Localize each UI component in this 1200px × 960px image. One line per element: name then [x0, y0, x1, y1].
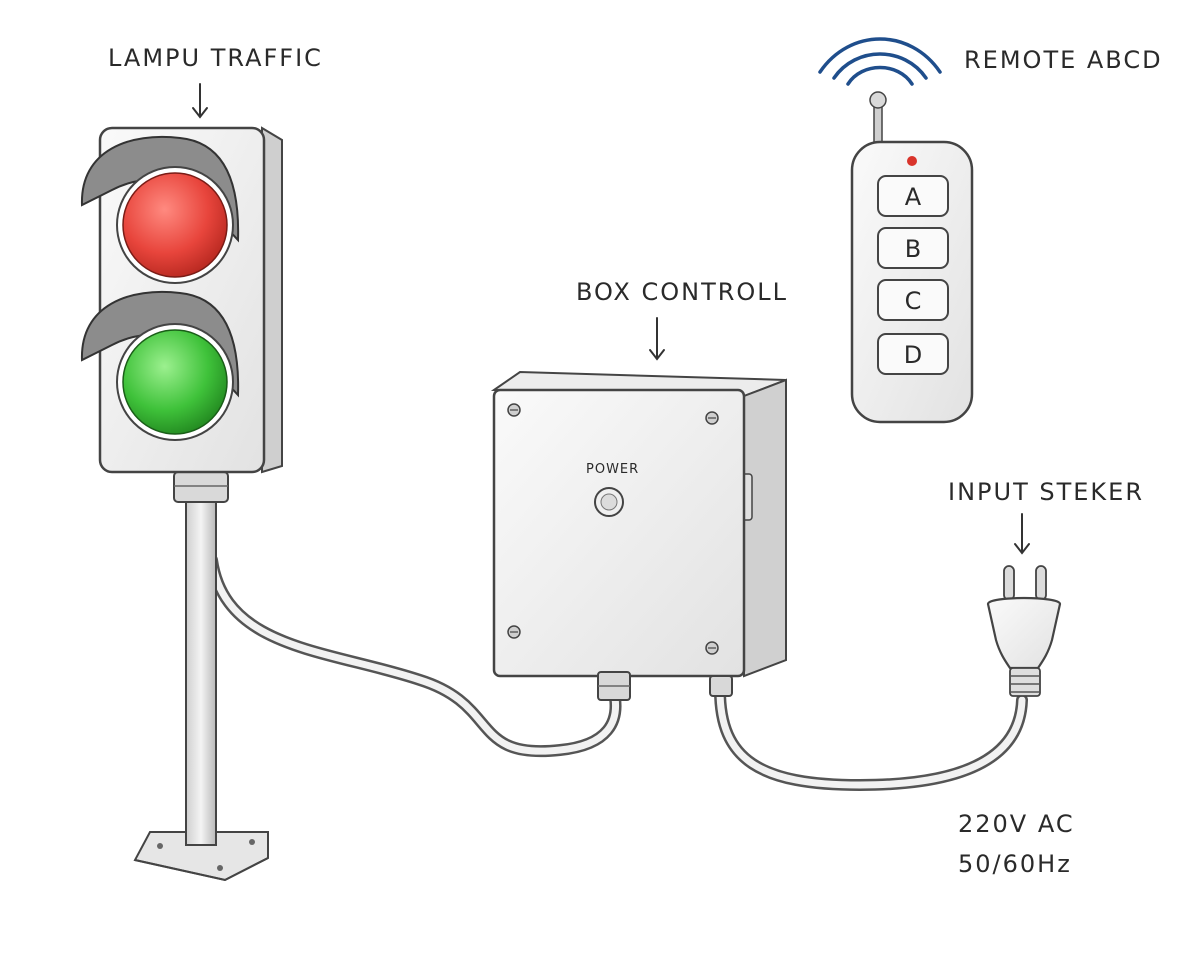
frequency-label: 50/60Hz	[958, 850, 1072, 878]
remote-key-a	[877, 175, 949, 217]
remote-key-b-label: B	[905, 235, 921, 263]
remote-label: REMOTE ABCD	[964, 46, 1163, 74]
remote-control: A B C D	[818, 37, 974, 424]
power-plug	[986, 565, 1062, 697]
red-lamp	[122, 172, 228, 278]
cables	[206, 554, 1028, 792]
traffic-light	[80, 126, 283, 882]
remote-key-d-label: D	[904, 341, 922, 369]
remote-key-b	[877, 227, 949, 269]
control-box	[490, 370, 787, 701]
label-arrows	[192, 83, 1030, 555]
remote-key-c	[877, 279, 949, 321]
input-plug-label: INPUT STEKER	[948, 478, 1144, 506]
remote-key-a-label: A	[905, 183, 922, 211]
signal-waves-icon	[818, 37, 942, 86]
traffic-light-label: LAMPU TRAFFIC	[108, 44, 323, 72]
control-box-label: BOX CONTROLL	[576, 278, 789, 306]
voltage-label: 220V AC	[958, 810, 1075, 838]
remote-key-c-label: C	[905, 287, 922, 315]
remote-key-d	[877, 333, 949, 375]
remote-keys: A B C D	[877, 175, 949, 375]
green-lamp	[122, 329, 228, 435]
remote-led	[907, 156, 917, 166]
power-button-label: POWER	[586, 462, 640, 477]
